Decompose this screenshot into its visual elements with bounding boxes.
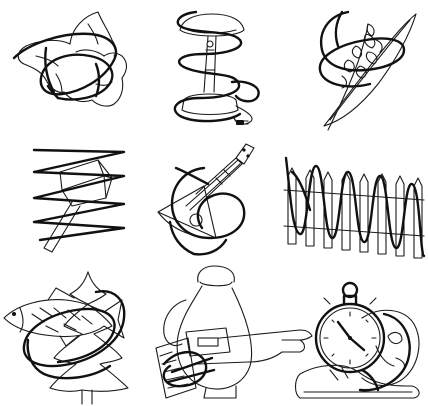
stopwatch-with-mask-and-shoe-overlapped-icon bbox=[294, 281, 420, 399]
jug-with-hand-and-comb-overlapped-icon bbox=[155, 265, 313, 399]
picket-fence-overlapped-wave-icon bbox=[283, 156, 426, 259]
balalaika-overlapped-scribble-icon bbox=[157, 143, 255, 256]
fish-on-tree-overlapped-scribble-icon bbox=[3, 271, 129, 405]
butterfly-overlapped-scribble-icon bbox=[12, 11, 128, 107]
desk-lamp-overlapped-scribble-icon bbox=[173, 10, 260, 125]
lily-of-the-valley-overlapped-scribble-icon bbox=[318, 10, 417, 131]
hammer-overlapped-zigzag-icon bbox=[32, 148, 126, 253]
